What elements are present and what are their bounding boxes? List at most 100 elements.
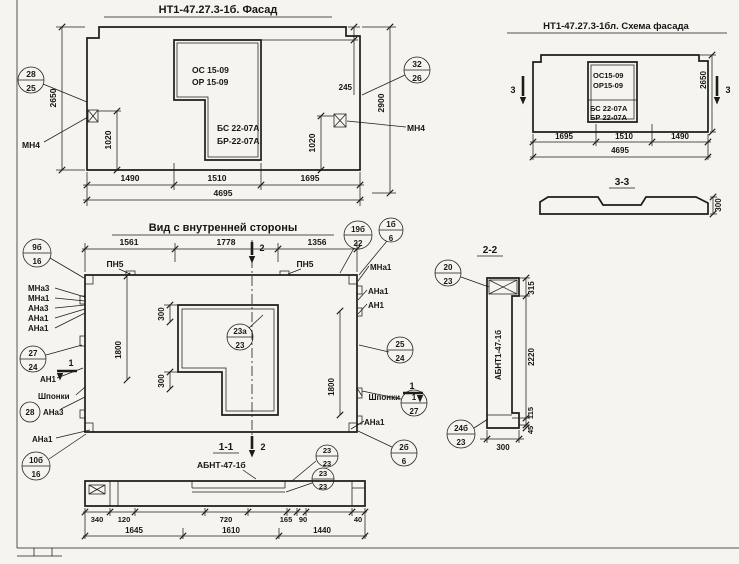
dim-1020-left: 1020 (103, 130, 113, 149)
facade-callout-right: 32 26 (361, 56, 431, 96)
section-3-3-profile (539, 196, 709, 215)
scheme-section-mark-right: 3 (713, 76, 731, 105)
callout-23-a-bottom: 23 (323, 459, 331, 468)
dim-165: 165 (280, 515, 293, 524)
section-1-1-dims-row1: 340 120 720 165 90 40 (81, 508, 369, 539)
dim-45: 45 (526, 426, 535, 434)
sheet-frame (16, 0, 739, 557)
section-2-2-title: 2-2 (483, 245, 498, 256)
dim-1020-right: 1020 (307, 133, 317, 152)
facade-dim-height-left: 2650 (48, 23, 85, 174)
facade-panel-outline (86, 26, 361, 171)
inner-section-1-right: 1 (403, 381, 424, 403)
scheme-mark-or: ОР15-09 (593, 81, 623, 90)
inner-dim-offset-bottom: 300 (157, 368, 178, 393)
label-ana1-right: АНа1 (368, 287, 389, 296)
section-2-2-top-detail (488, 279, 518, 295)
facade-dim-anchor-right: 1020 (307, 112, 334, 174)
dim-1440: 1440 (313, 526, 331, 535)
section-1-1-dims-row2: 1645 1610 1440 (81, 526, 369, 540)
dim-340: 340 (91, 515, 104, 524)
inner-keys-right: Шпонки 1 27 (356, 387, 428, 417)
callout-23-b-bottom: 23 (319, 482, 327, 491)
inner-pn5-right: ПН5 (287, 259, 314, 275)
callout-23a-sheet: 23 (236, 341, 245, 350)
facade-window-mark-or: ОР 15-09 (192, 77, 229, 87)
section-2-2-callout-bottom: 24б 23 (446, 418, 489, 449)
dim-2220: 2220 (527, 348, 536, 366)
callout-24-right: 24 (396, 354, 405, 363)
label-keys-left: Шпонки (38, 392, 70, 401)
label-mna1: МНа1 (28, 294, 50, 303)
callout-1-keys: 1 (412, 393, 417, 402)
dim-245: 245 (339, 83, 353, 92)
callout-2b: 2б (399, 443, 408, 452)
inner-callout-right: 25 24 (358, 336, 414, 364)
facade-door-mark-br: БР-22-07А (217, 136, 260, 146)
section-1-1-details (88, 481, 365, 506)
section-1-1-profile (84, 480, 366, 507)
facade-dims-bottom: 1490 1510 1695 4695 (83, 163, 364, 206)
dim-4695-facade: 4695 (214, 188, 233, 198)
dim-1510: 1510 (208, 173, 227, 183)
dim-1778: 1778 (217, 237, 236, 247)
dim-1490-scheme: 1490 (671, 132, 689, 141)
facade-anchor-label-right: МН4 (346, 120, 425, 133)
callout-32: 32 (412, 59, 422, 69)
inner-section-1-left: 1 (56, 358, 77, 381)
label-ana1-b: АНа1 (28, 324, 49, 333)
dim-1695-scheme: 1695 (555, 132, 573, 141)
section-1-1-mark-label: АБНТ-47-1б (197, 460, 257, 480)
dim-1561: 1561 (120, 237, 139, 247)
section-1-1-mark: АБНТ-47-1б (197, 460, 246, 470)
facade-window-frame (176, 42, 259, 158)
callout-27: 27 (29, 349, 38, 358)
inner-anchor-bottom-right: АНа1 (350, 418, 385, 430)
inner-callout-bottom-left: 10б 16 (21, 433, 87, 481)
label-pn5-left: ПН5 (107, 259, 124, 269)
section-2-2-view: 2-2 20 23 АБНТ1-47-1б 315 2220 115 45 30… (434, 245, 536, 452)
scheme-window-frame (590, 64, 635, 120)
section-2-2-profile (486, 277, 520, 429)
callout-22: 22 (354, 239, 363, 248)
facade-dim-top-offset: 245 (261, 23, 360, 95)
section-2-label-top: 2 (259, 243, 264, 253)
callout-28: 28 (26, 69, 36, 79)
section-2-2-dims-right: 315 2220 115 45 (512, 274, 536, 434)
dim-1610: 1610 (222, 526, 240, 535)
section-1-1-title: 1-1 (219, 442, 234, 453)
callout-23-a-top: 23 (323, 446, 331, 455)
scheme-window-opening (587, 61, 638, 123)
dim-315: 315 (527, 281, 536, 295)
callout-20: 20 (444, 263, 453, 272)
callout-6-top: 6 (389, 234, 394, 243)
callout-10b: 10б (29, 456, 43, 465)
section-2-label-bottom: 2 (260, 442, 265, 452)
label-mn4-right: МН4 (407, 123, 425, 133)
inner-an1-left: АН1 (40, 367, 84, 384)
dim-40: 40 (354, 515, 362, 524)
inner-panel-corner-details (85, 275, 357, 432)
inner-keys-left: Шпонки 28 АНа3 (19, 386, 86, 423)
callout-24-left: 24 (29, 363, 38, 372)
label-pn5-right: ПН5 (297, 259, 314, 269)
label-keys-right: Шпонки (368, 393, 400, 402)
facade-anchor-right (333, 113, 347, 128)
facade-dim-anchor-left: 1020 (98, 107, 121, 174)
scheme-title: НТ1-47.27.3-1бл. Схема фасада (543, 21, 689, 32)
inner-callout-opening: 23а 23 (226, 314, 264, 351)
inner-callout-1b: 1б 6 (358, 217, 404, 276)
inner-dim-height-right: 1800 (327, 307, 344, 419)
label-mna1-right: МНа1 (370, 263, 392, 272)
label-ana1-a: АНа1 (28, 314, 49, 323)
inner-title: Вид с внутренней стороны (149, 222, 298, 234)
dim-1800-left: 1800 (114, 341, 123, 359)
inner-callout-left: 27 24 (19, 344, 83, 373)
scheme-section-mark-left: 3 (510, 76, 527, 105)
label-ana1-bottom-left: АНа1 (32, 435, 53, 444)
callout-26: 26 (412, 73, 422, 83)
facade-dim-height-right: 2900 (362, 23, 396, 197)
facade-title: НТ1-47.27.3-1б. Фасад (159, 4, 278, 16)
inner-dims-top: 1561 1778 1356 (81, 237, 361, 272)
inner-dim-height-left: 1800 (114, 272, 131, 384)
